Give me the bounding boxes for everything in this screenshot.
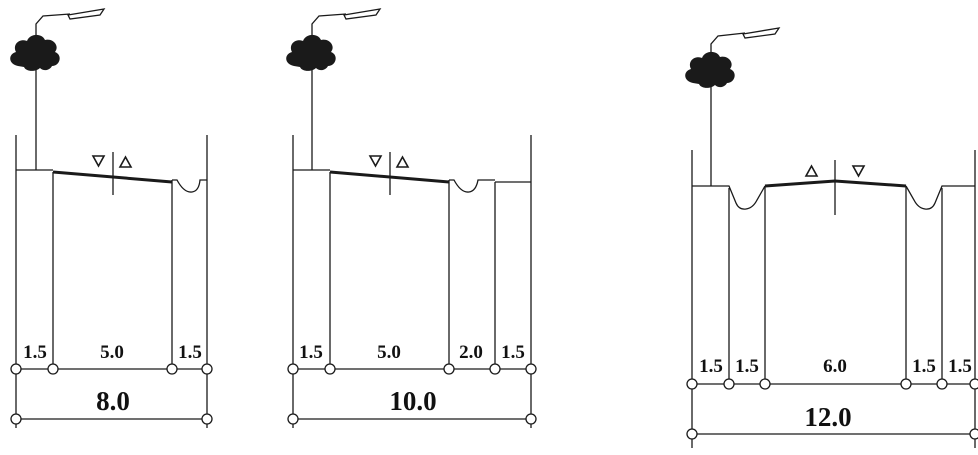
street-lamp-icon bbox=[35, 8, 106, 170]
segment-label: 5.0 bbox=[100, 342, 124, 363]
section-road-8: 1.5 5.0 1.5 8.0 bbox=[10, 8, 213, 428]
segment-label: 5.0 bbox=[377, 342, 401, 363]
dimension-tick-icon bbox=[686, 378, 978, 440]
dimension-tick-icon bbox=[287, 363, 537, 425]
street-lamp-icon bbox=[710, 27, 781, 186]
tree-icon bbox=[286, 34, 336, 71]
segment-label: 1.5 bbox=[912, 356, 936, 377]
segment-label: 1.5 bbox=[23, 342, 47, 363]
total-width-label: 8.0 bbox=[96, 386, 130, 416]
total-width-label: 10.0 bbox=[389, 386, 436, 416]
slope-marker-down bbox=[368, 155, 383, 168]
segment-label: 6.0 bbox=[823, 356, 847, 377]
slope-marker-down bbox=[91, 155, 106, 168]
section-road-10: 1.5 5.0 2.0 1.5 10.0 bbox=[286, 8, 537, 428]
segment-label: 1.5 bbox=[178, 342, 202, 363]
segment-label: 1.5 bbox=[735, 356, 759, 377]
total-width-label: 12.0 bbox=[804, 402, 851, 432]
slope-marker-up bbox=[118, 155, 133, 168]
dimension-tick-icon bbox=[10, 363, 213, 425]
slope-marker-up bbox=[804, 164, 819, 177]
section-road-12: 1.5 1.5 6.0 1.5 1.5 12.0 bbox=[685, 27, 978, 448]
tree-icon bbox=[685, 51, 735, 88]
segment-label: 1.5 bbox=[948, 356, 972, 377]
segment-label: 2.0 bbox=[459, 342, 483, 363]
segment-label: 1.5 bbox=[699, 356, 723, 377]
slope-marker-up bbox=[395, 155, 410, 168]
segment-label: 1.5 bbox=[299, 342, 323, 363]
segment-label: 1.5 bbox=[501, 342, 525, 363]
tree-icon bbox=[10, 34, 60, 71]
slope-marker-down bbox=[851, 165, 866, 178]
street-lamp-icon bbox=[311, 8, 382, 170]
